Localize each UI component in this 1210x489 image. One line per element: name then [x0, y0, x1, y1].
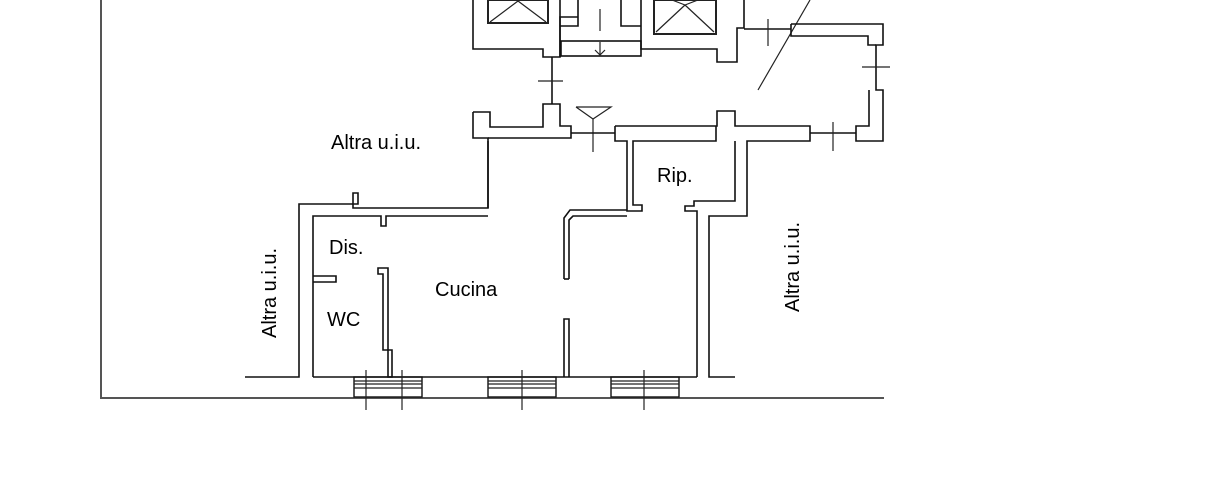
- level-marker-icon: [575, 106, 613, 120]
- elevator-icon: [653, 0, 717, 35]
- stairs: [560, 0, 642, 57]
- common-area: [472, 0, 890, 152]
- apartment-walls: [245, 103, 856, 378]
- neighbor-label-left: Altra u.i.u.: [259, 248, 281, 338]
- section-line: [757, 0, 811, 91]
- elevator-icon: [487, 0, 549, 24]
- room-label-rip: Rip.: [657, 165, 693, 187]
- right-shaft-wall: [640, 0, 745, 63]
- room-label-cucina: Cucina: [435, 279, 498, 301]
- neighbor-label-right: Altra u.i.u.: [782, 222, 804, 312]
- window-2: [487, 370, 557, 410]
- neighbor-label-top: Altra u.i.u.: [331, 132, 421, 154]
- window-1: [353, 370, 423, 410]
- room-label-wc: WC: [327, 309, 360, 331]
- room-label-dis: Dis.: [329, 237, 363, 259]
- landing-wall: [791, 23, 884, 142]
- property-boundary: [100, 0, 884, 399]
- window-3: [610, 370, 680, 410]
